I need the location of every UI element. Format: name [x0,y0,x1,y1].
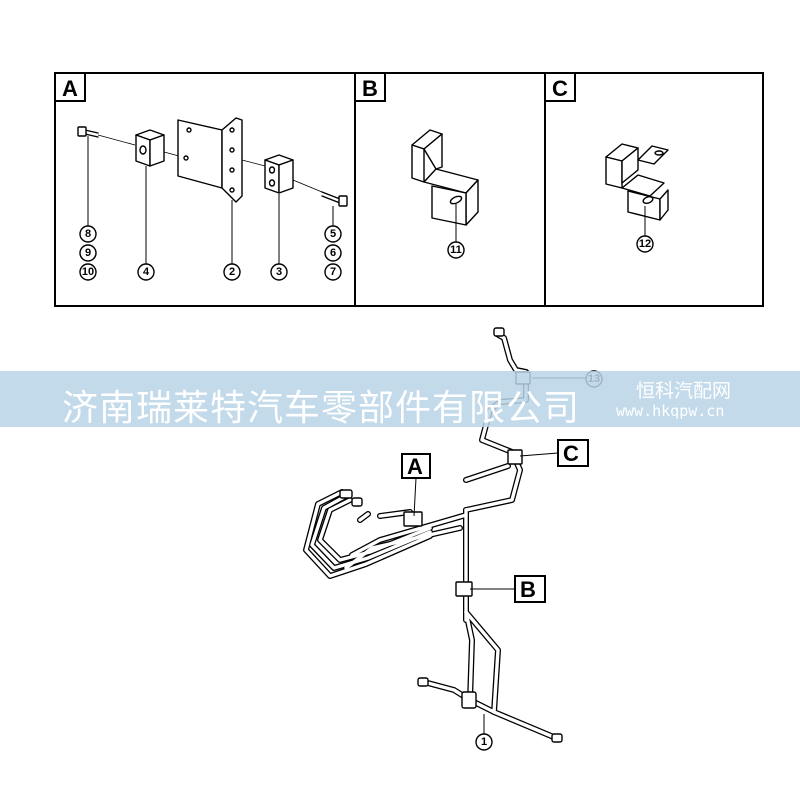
callout-8: 8 [79,225,97,243]
panel-b-label: B [362,76,378,101]
panel-c: C 12 [544,72,764,307]
callout-2: 2 [223,263,241,281]
svg-text:8: 8 [85,228,91,240]
z-bracket-b [411,129,479,226]
spacer-block-right [264,154,294,194]
callout-7: 7 [324,263,342,281]
svg-text:7: 7 [330,266,336,278]
callout-3: 3 [270,263,288,281]
main-label-b: B [470,575,546,603]
main-label-a: A [401,453,431,517]
svg-text:C: C [563,441,579,466]
svg-text:3: 3 [276,266,282,278]
z-bracket-c [605,143,669,221]
panel-a: A [54,72,356,307]
svg-text:12: 12 [639,238,651,250]
svg-text:5: 5 [330,228,336,240]
svg-text:10: 10 [82,266,94,278]
callout-5: 5 [324,225,342,243]
callout-4: 4 [137,263,155,281]
callout-1: 1 [475,733,493,751]
svg-text:A: A [407,454,423,479]
callout-10: 10 [79,263,97,281]
bolt-right [321,191,348,207]
panel-c-label: C [552,76,568,101]
callout-9: 9 [79,244,97,262]
panel-a-label: A [62,76,78,101]
watermark-company: 济南瑞莱特汽车零部件有限公司 [62,388,581,429]
callout-6: 6 [324,244,342,262]
spacer-block-left [135,129,165,167]
callout-11: 11 [447,241,465,259]
watermark-band [0,371,800,427]
svg-text:1: 1 [481,736,487,748]
svg-text:2: 2 [229,266,235,278]
svg-text:4: 4 [143,266,150,278]
main-label-c: C [519,439,589,467]
watermark-site-name: 恒科汽配网 [636,380,732,402]
svg-text:11: 11 [450,244,462,256]
watermark-site-url: www.hkqpw.cn [616,402,725,420]
svg-text:B: B [520,577,536,602]
bracket-plate [177,117,243,203]
callout-12: 12 [636,235,654,253]
panel-b: B 11 [354,72,546,307]
svg-text:6: 6 [330,247,336,259]
bolt-left [77,126,99,138]
svg-text:9: 9 [85,247,91,259]
